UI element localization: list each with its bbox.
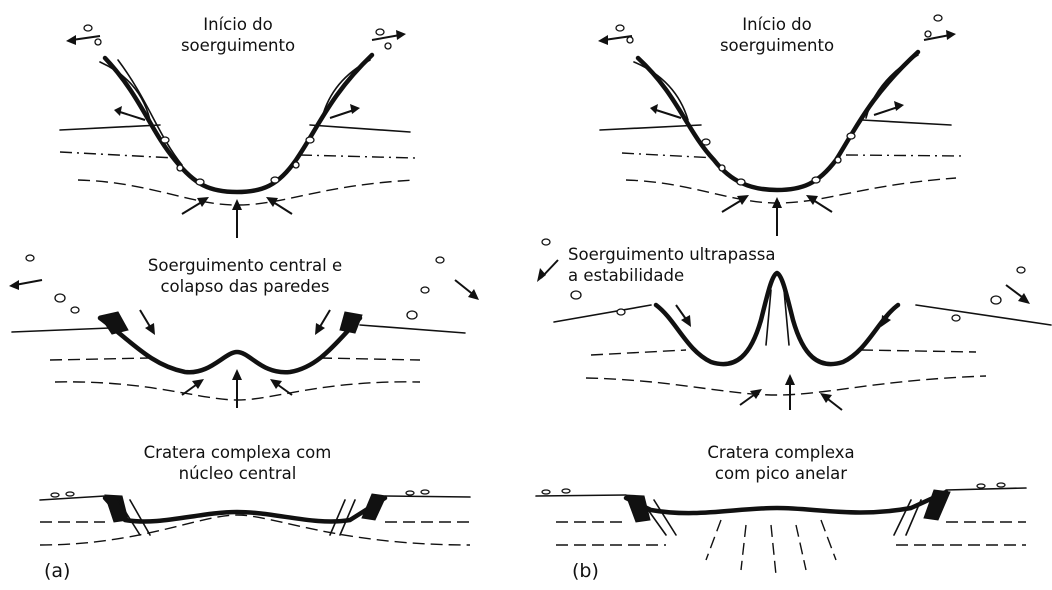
- slump-block-right: [340, 312, 362, 333]
- stage1-crater: [60, 25, 415, 238]
- stage1-caption: Início do soerguimento: [178, 14, 298, 56]
- slump-block-left: [100, 312, 128, 334]
- breccia-rocks: [702, 133, 855, 185]
- stage3-crater: [40, 490, 470, 545]
- stage1-caption-line2: soerguimento: [717, 35, 837, 56]
- stage2-caption-line1: Soerguimento central e: [125, 255, 365, 276]
- surface-right: [916, 305, 1051, 325]
- fault-block-right: [362, 494, 386, 520]
- stage1-caption: Início do soerguimento: [717, 14, 837, 56]
- surface-right: [360, 325, 465, 333]
- stage2-caption-line1: Soerguimento ultrapassa: [568, 244, 808, 265]
- layer-1: [50, 358, 420, 360]
- fault-block-right: [924, 490, 950, 520]
- stage3-caption-line2: núcleo central: [125, 463, 350, 484]
- panel-b: Início do soerguimento Soerguimento ultr…: [526, 0, 1052, 590]
- disrupted-zone: [706, 520, 836, 575]
- panel-b-drawing: [526, 0, 1052, 590]
- surface: [536, 488, 1026, 496]
- layer-2: [586, 376, 986, 395]
- surface-right: [862, 120, 951, 125]
- surface-left: [554, 305, 651, 322]
- fault-block-left: [105, 495, 128, 522]
- panel-b-label: (b): [572, 560, 599, 582]
- surface-right: [310, 125, 410, 132]
- crater-floor: [626, 492, 946, 513]
- fault-lines: [641, 500, 921, 535]
- central-peak-inner: [766, 290, 789, 345]
- stage1-caption-line1: Início do: [178, 14, 298, 35]
- stage3-caption-line1: Cratera complexa: [696, 442, 866, 463]
- surface-left: [600, 125, 701, 130]
- layer-1a: [60, 152, 175, 158]
- layer-1b: [300, 155, 415, 158]
- crater-floor: [105, 55, 372, 192]
- layer-1a: [622, 153, 716, 158]
- fault-lines: [118, 500, 355, 535]
- surface-left: [60, 125, 160, 130]
- surface-left: [12, 328, 110, 332]
- breccia-rocks: [161, 137, 314, 185]
- motion-arrow-icons: [598, 30, 956, 236]
- stage2-caption: Soerguimento central e colapso das pared…: [125, 255, 365, 297]
- crater-floor: [105, 498, 385, 521]
- layer-1: [591, 350, 976, 355]
- stage3-caption: Cratera complexa com pico anelar: [696, 442, 866, 484]
- layer-1b: [846, 155, 966, 156]
- stage3-crater: [536, 483, 1026, 575]
- motion-arrow-icons: [66, 30, 406, 238]
- stage2-caption-line2: a estabilidade: [568, 265, 808, 286]
- stage1-caption-line1: Início do: [717, 14, 837, 35]
- stage3-caption-line1: Cratera complexa com: [125, 442, 350, 463]
- motion-arrow-icons: [9, 280, 479, 408]
- panel-a: Início do soerguimento Soerguimento cent…: [0, 0, 526, 590]
- layer-2: [40, 515, 470, 545]
- crater-inner: [118, 60, 182, 165]
- panel-a-label: (a): [44, 560, 70, 582]
- stage2-caption: Soerguimento ultrapassa a estabilidade: [568, 244, 808, 286]
- stage3-caption-line2: com pico anelar: [696, 463, 866, 484]
- stage2-caption-line2: colapso das paredes: [125, 276, 365, 297]
- stage1-caption-line2: soerguimento: [178, 35, 298, 56]
- stage3-caption: Cratera complexa com núcleo central: [125, 442, 350, 484]
